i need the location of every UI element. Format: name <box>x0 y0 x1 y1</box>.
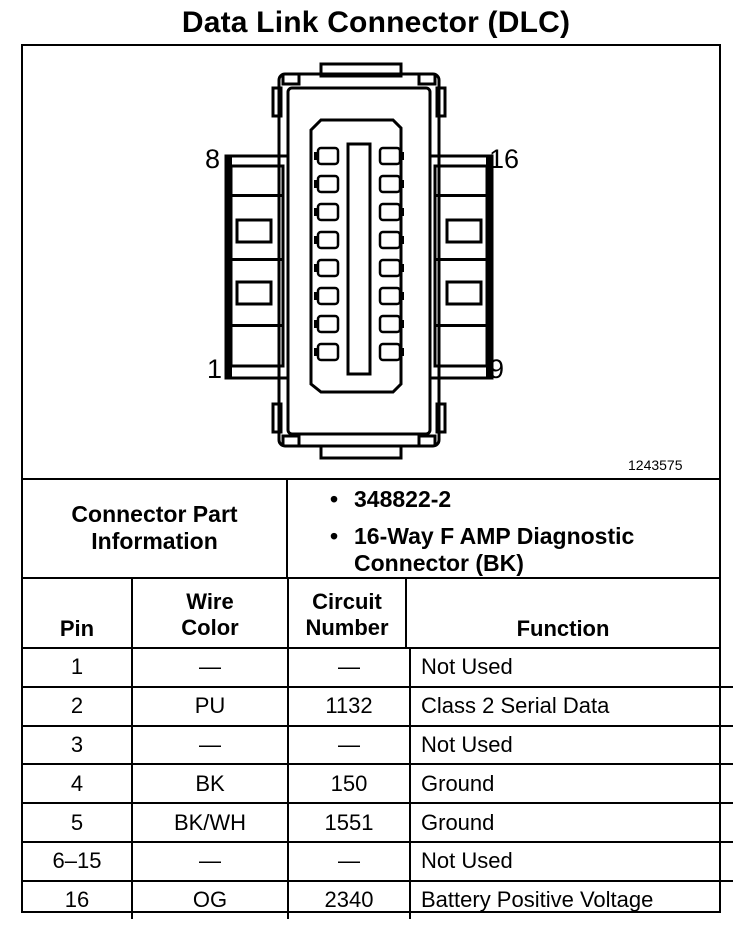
circuit-cell: — <box>287 841 410 882</box>
wire-color-cell: — <box>131 725 288 766</box>
table-row: 5 BK/WH 1551 Ground <box>23 803 733 843</box>
header-circuit-line1: Circuit <box>312 589 382 614</box>
pin-cell: 16 <box>64 887 90 913</box>
wire-color-cell: BK/WH <box>131 803 288 843</box>
connector-description-line1: 16-Way F AMP Diagnostic <box>354 523 635 549</box>
divider-col-wire <box>131 579 133 647</box>
pin-label-9: 9 <box>489 354 505 384</box>
header-function: Function <box>516 616 610 641</box>
table-row: 4 BK 150 Ground <box>23 764 733 805</box>
part-number: 348822-2 <box>330 486 634 513</box>
pin-cell: 5 <box>23 803 132 843</box>
function-cell: Ground <box>409 764 733 805</box>
circuit-cell: 1132 <box>287 686 410 727</box>
table-row: 3 — — Not Used <box>23 725 733 766</box>
table-row: 6–15 — — Not Used <box>23 841 733 882</box>
pin-label-8: 8 <box>205 144 221 174</box>
connector-diagram: 8 16 1 9 1243575 <box>21 44 721 480</box>
function-cell: Not Used <box>409 725 733 766</box>
circuit-cell: 1551 <box>287 803 410 843</box>
divider-info-vertical <box>286 480 288 577</box>
pin-cell: 4 <box>23 764 132 805</box>
pin-label-1: 1 <box>207 354 223 384</box>
figure-number: 1243575 <box>628 457 683 473</box>
wire-color-cell: BK <box>131 764 288 805</box>
table-row: 1 — — Not Used <box>23 649 733 688</box>
connector-info-details: 348822-2 16-Way F AMP Diagnostic Connect… <box>330 486 634 577</box>
function-cell: Not Used <box>409 841 733 882</box>
header-circuit-number: Circuit Number <box>289 589 405 641</box>
header-wire-line2: Color <box>181 615 239 640</box>
table-row: 16 OG 2340 Battery Positive Voltage <box>23 880 733 919</box>
function-cell: Not Used <box>409 649 733 688</box>
header-wire-line1: Wire <box>186 589 234 614</box>
pin-cell: 6–15 <box>23 841 132 882</box>
divider-header <box>21 647 721 649</box>
table-row: 2 PU 1132 Class 2 Serial Data <box>23 686 733 727</box>
header-circuit-line2: Number <box>305 615 389 640</box>
pin-cell: 3 <box>23 725 132 766</box>
pin-table: 1 — — Not Used 2 PU 1132 Class 2 Serial … <box>23 649 733 919</box>
connector-info-label: Connector Part Information <box>23 480 286 576</box>
pin-cell: 2 <box>23 686 132 727</box>
page-title: Data Link Connector (DLC) <box>181 6 571 39</box>
pin-cell: 1 <box>23 649 132 688</box>
circuit-cell: 150 <box>287 764 410 805</box>
header-pin: Pin <box>59 616 95 641</box>
circuit-cell: 2340 <box>287 880 410 919</box>
function-cell: Ground <box>409 803 733 843</box>
divider-col-circuit <box>287 579 289 647</box>
connector-description: 16-Way F AMP Diagnostic Connector (BK) <box>330 523 634 577</box>
connector-info-label-line1: Connector Part <box>71 501 238 527</box>
circuit-cell: — <box>287 649 410 688</box>
header-wire-color: Wire Color <box>133 589 287 641</box>
wire-color-cell: OG <box>131 880 288 919</box>
circuit-cell: — <box>287 725 410 766</box>
connector-drawing <box>224 62 494 460</box>
divider-info <box>21 577 721 579</box>
wire-color-cell: — <box>131 649 288 688</box>
divider-diagram <box>21 478 721 480</box>
pin-label-16: 16 <box>489 144 520 174</box>
wire-color-cell: — <box>131 841 288 882</box>
function-cell: Battery Positive Voltage <box>409 880 733 919</box>
divider-col-function <box>405 579 407 647</box>
connector-description-line2: Connector (BK) <box>354 550 524 576</box>
connector-info-label-line2: Information <box>91 528 218 554</box>
wire-color-cell: PU <box>131 686 288 727</box>
function-cell: Class 2 Serial Data <box>409 686 733 727</box>
